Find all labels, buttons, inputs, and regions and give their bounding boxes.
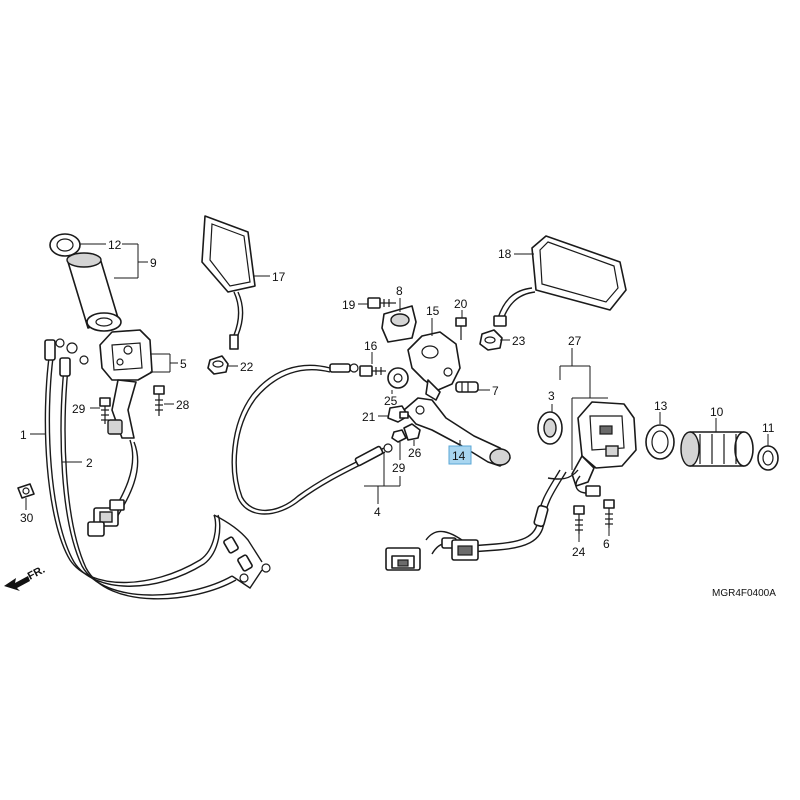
bolt-16: [359, 365, 386, 377]
diagram-code: MGR4F0400A: [712, 588, 776, 599]
throttle-cable-2b: [64, 367, 237, 600]
clutch-cable-4: [231, 364, 386, 515]
cable-end-1: [213, 514, 263, 563]
label-14: 15: [426, 304, 440, 318]
label-12: 11: [762, 421, 775, 435]
label-8: 8: [396, 284, 403, 298]
connector-right-2: [451, 539, 479, 561]
label-21: 21: [362, 410, 376, 424]
label-24: 28: [176, 398, 190, 412]
label-15: 14: [452, 449, 466, 463]
mirror-right: [493, 235, 627, 327]
label-28: 26: [408, 446, 422, 460]
label-1: 1: [20, 428, 27, 442]
label-19: 19: [342, 298, 356, 312]
throttle-grip-right: [680, 431, 754, 467]
label-26: 29: [72, 402, 86, 416]
connector-left: [87, 499, 125, 537]
label-7: 7: [492, 384, 499, 398]
label-30: 30: [20, 511, 34, 525]
label-13: 13: [654, 399, 668, 413]
label-11: 12: [108, 238, 122, 252]
connector-right-1: [385, 547, 421, 571]
bolt-19: [367, 297, 396, 309]
clutch-cable-ends: [329, 363, 393, 467]
pivot-bolt-7: [455, 381, 479, 393]
front-direction-arrow: FR.: [4, 564, 47, 591]
mirror-left: [201, 215, 256, 350]
dust-cover-23: [387, 367, 409, 389]
clutch-cable-4b: [235, 369, 385, 512]
label-6: 27: [568, 334, 582, 348]
part-labels: 12 9 17 22 5 29 28 1 2 30 19 8 15 20 16 …: [20, 238, 775, 559]
label-16: 16: [364, 339, 378, 353]
bolt-25: [603, 499, 615, 528]
label-2: 2: [86, 456, 93, 470]
label-4: 4: [374, 505, 381, 519]
label-10: 10: [710, 405, 724, 419]
nut-29: [391, 429, 407, 443]
cable-fittings-top: [55, 338, 89, 365]
grip-collar-13: [645, 424, 675, 460]
label-5: 5: [180, 357, 187, 371]
label-22-left: 22: [240, 360, 254, 374]
grip-collar-3: [537, 411, 563, 445]
label-9: 9: [150, 256, 157, 270]
nut-22-right: [479, 329, 503, 351]
clutch-bracket-14: [407, 331, 461, 401]
switch-21: [387, 405, 409, 423]
bolt-24: [153, 385, 165, 416]
direction-label: FR.: [26, 564, 47, 583]
nut-28: [403, 423, 421, 441]
clutch-lever-15: [403, 397, 511, 467]
switch-wire-right: [547, 469, 579, 480]
highlight-box-15: [448, 445, 472, 465]
label-29: 29: [392, 461, 406, 475]
grip-end-12: [757, 445, 779, 471]
label-18: 18: [498, 247, 512, 261]
throttle-grip-left: [66, 252, 122, 332]
leader-lines: [25, 243, 769, 542]
label-22-right: 23: [512, 334, 526, 348]
screw-20: [455, 317, 467, 340]
label-20: 20: [454, 297, 468, 311]
connector-small-right: [585, 485, 601, 497]
label-25: 6: [603, 537, 610, 551]
bolt-26: [99, 397, 111, 424]
grip-end-cap-left: [49, 233, 81, 257]
bracket-holder-8: [381, 305, 417, 343]
label-17: 17: [272, 270, 286, 284]
cable-adjusters: [44, 339, 271, 583]
bolt-27: [573, 505, 585, 534]
throttle-cable-2: [60, 367, 233, 596]
nut-22-left: [207, 355, 229, 375]
label-23: 25: [384, 394, 398, 408]
handlebar-switch-left: [99, 329, 153, 439]
label-3: 3: [548, 389, 555, 403]
handlebar-switch-right: [571, 401, 637, 487]
label-27: 24: [572, 545, 586, 559]
cable-end-2: [231, 569, 263, 589]
clip-30: [17, 483, 35, 499]
